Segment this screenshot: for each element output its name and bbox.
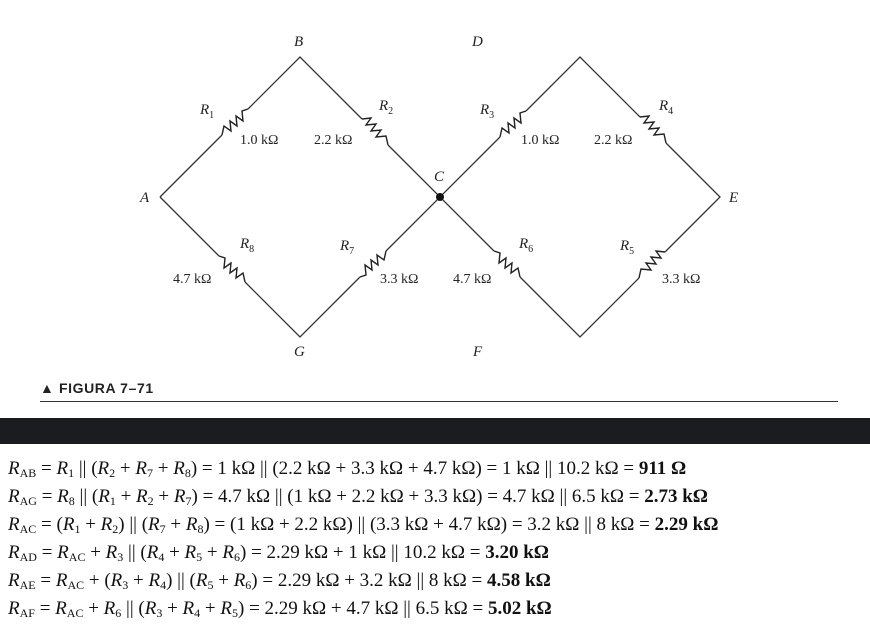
caption-divider xyxy=(40,401,838,402)
node-label-f: F xyxy=(472,344,483,360)
resistor-r2-symbol xyxy=(361,117,389,146)
resistor-r3-symbol xyxy=(499,110,527,138)
node-label-d: D xyxy=(471,34,483,50)
resistor-r1-name: R1 xyxy=(199,102,214,121)
equation-rae: RAE = RAC + (R3 + R4) || (R5 + R6) = 2.2… xyxy=(8,570,551,592)
equation-raf-result: 5.02 kΩ xyxy=(487,598,552,619)
resistor-r7-name: R7 xyxy=(339,238,354,257)
equation-raf: RAF = RAC + R6 || (R3 + R4 + R5) = 2.29 … xyxy=(8,598,552,620)
resistor-r1-symbol xyxy=(221,108,249,136)
equations-block: RAB = R1 || (R2 + R7 + R8) = 1 kΩ || (2.… xyxy=(0,444,870,631)
equation-rac: RAC = (R1 + R2) || (R7 + R8) = (1 kΩ + 2… xyxy=(8,514,719,536)
resistor-r4-symbol xyxy=(639,115,667,144)
resistor-r8-symbol xyxy=(218,255,246,283)
resistor-r7-symbol xyxy=(359,250,387,278)
junction-dot xyxy=(436,193,444,201)
equation-rad-result: 3.20 kΩ xyxy=(485,542,549,563)
equation-rae-result: 4.58 kΩ xyxy=(487,570,551,591)
resistor-symbols xyxy=(218,108,667,283)
node-label-e: E xyxy=(728,190,738,206)
resistor-r1-value: 1.0 kΩ xyxy=(240,133,278,148)
circuit-diagram: B D A C E G F R1 R2 R3 R4 R5 R6 R7 R8 1.… xyxy=(139,34,738,360)
node-label-g: G xyxy=(294,344,305,360)
equation-rad: RAD = RAC + R3 || (R4 + R5 + R6) = 2.29 … xyxy=(8,542,549,564)
node-label-c: C xyxy=(434,169,445,185)
resistor-r5-symbol xyxy=(638,250,666,279)
equation-raf-tail: = 2.29 kΩ + 4.7 kΩ || 6.5 kΩ = xyxy=(249,598,484,619)
figure-panel: B D A C E G F R1 R2 R3 R4 R5 R6 R7 R8 1.… xyxy=(40,34,838,402)
resistor-r2-name: R2 xyxy=(378,98,393,117)
equation-rae-tail: = 2.29 kΩ + 3.2 kΩ || 8 kΩ = xyxy=(262,570,483,591)
resistor-r6-name: R6 xyxy=(518,236,533,255)
resistor-r5-name: R5 xyxy=(619,238,634,257)
resistor-r3-value: 1.0 kΩ xyxy=(521,133,559,148)
dark-separator-band xyxy=(0,418,870,444)
resistor-r3-name: R3 xyxy=(479,102,494,121)
resistor-r6-symbol xyxy=(493,250,521,278)
resistor-r4-value: 2.2 kΩ xyxy=(594,133,632,148)
resistor-r6-value: 4.7 kΩ xyxy=(453,272,491,287)
equation-rag-result: 2.73 kΩ xyxy=(644,486,709,507)
resistor-r2-value: 2.2 kΩ xyxy=(314,133,352,148)
equation-rad-tail: = 2.29 kΩ + 1 kΩ || 10.2 kΩ = xyxy=(251,542,481,563)
figure-caption: ▲ FIGURA 7–71 xyxy=(40,380,154,396)
resistor-r7-value: 3.3 kΩ xyxy=(380,272,418,287)
equation-rac-tail: = (1 kΩ + 2.2 kΩ) || (3.3 kΩ + 4.7 kΩ) =… xyxy=(214,514,650,535)
resistor-r4-name: R4 xyxy=(658,98,673,117)
resistor-r8-name: R8 xyxy=(239,236,254,255)
equation-rac-result: 2.29 kΩ xyxy=(654,514,719,535)
equation-rag: RAG = R8 || (R1 + R2 + R7) = 4.7 kΩ || (… xyxy=(8,486,709,508)
equation-rab-result: 911 Ω xyxy=(638,458,687,479)
wires xyxy=(159,56,721,338)
equation-rab-tail: = 1 kΩ || (2.2 kΩ + 3.3 kΩ + 4.7 kΩ) = 1… xyxy=(201,458,635,479)
equation-rag-tail: = 4.7 kΩ || (1 kΩ + 2.2 kΩ + 3.3 kΩ) = 4… xyxy=(202,486,640,507)
resistor-r8-value: 4.7 kΩ xyxy=(173,272,211,287)
node-label-a: A xyxy=(139,190,150,206)
node-label-b: B xyxy=(294,34,303,50)
resistor-r5-value: 3.3 kΩ xyxy=(662,272,700,287)
equation-rab: RAB = R1 || (R2 + R7 + R8) = 1 kΩ || (2.… xyxy=(8,458,687,480)
